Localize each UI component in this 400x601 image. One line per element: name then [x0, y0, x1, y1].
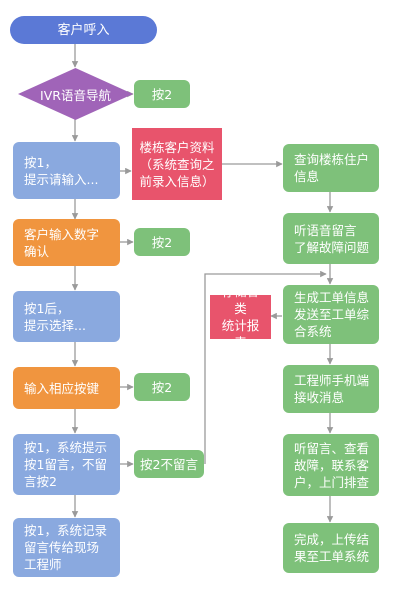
press2-option-c: 按2 [134, 373, 190, 401]
start-customer-call: 客户呼入 [10, 16, 157, 44]
press1-after-step: 按1后， 提示选择... [13, 291, 120, 342]
press1-input-step: 按1， 提示请输入... [13, 142, 120, 199]
customer-input-step: 客户输入数字 确认 [13, 219, 120, 266]
press2-option-a: 按2 [134, 80, 190, 108]
ivr-label: IVR语音导航 [40, 87, 111, 103]
press1-record-step: 按1，系统记录 留言传给现场 工程师 [13, 518, 120, 577]
engineer-receive-message: 工程师手机端 接收消息 [283, 365, 379, 413]
complete-upload-result: 完成，上传结 果至工单系统 [283, 523, 379, 573]
store-statistics-reports: 存储各类 统计报表 [210, 284, 271, 350]
input-key-step: 输入相应按键 [13, 367, 120, 409]
arrow-no-message-loop [204, 270, 327, 464]
ivr-decision-diamond [18, 68, 133, 120]
building-customer-data: 楼栋客户资料 （系统查询之 前录入信息） [132, 128, 222, 200]
listen-check-onsite: 听留言、查看 故障，联系客 户，上门排查 [283, 434, 379, 496]
generate-ticket: 生成工单信息 发送至工单综 合系统 [283, 285, 379, 344]
query-resident-info: 查询楼栋住户 信息 [283, 144, 379, 192]
listen-voice-message: 听语音留言 了解故障问题 [283, 213, 379, 264]
press2-no-message-option: 按2不留言 [134, 450, 204, 478]
press2-option-b: 按2 [134, 228, 190, 256]
press1-system-step: 按1，系统提示 按1留言，不留 言按2 [13, 434, 120, 495]
